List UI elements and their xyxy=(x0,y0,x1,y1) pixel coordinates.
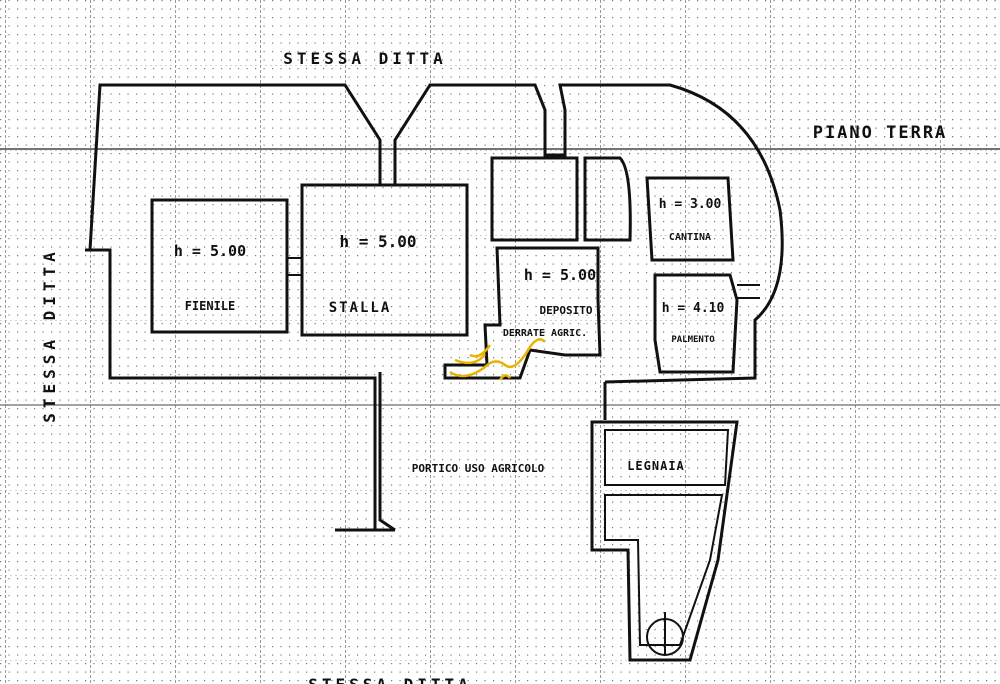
room-cantina xyxy=(645,176,735,262)
signature xyxy=(449,338,546,381)
cantina-height: h = 3.00 xyxy=(659,197,722,212)
neighbor-left-label: STESSA DITTA xyxy=(40,247,59,423)
room-fienile xyxy=(150,198,289,334)
room-palmento xyxy=(653,273,739,374)
cantina-label: CANTINA xyxy=(669,232,711,243)
room-legnaia xyxy=(590,420,739,662)
room-deposito xyxy=(443,246,602,380)
stalla-height: h = 5.00 xyxy=(339,232,416,251)
palmento-label: PALMENTO xyxy=(671,335,715,345)
palmento-height: h = 4.10 xyxy=(662,301,725,316)
derrate-label: DERRATE AGRIC. xyxy=(503,328,587,339)
dense-grid-area xyxy=(780,0,1000,684)
fienile-label: FIENILE xyxy=(185,299,236,313)
neighbor-top-label: STESSA DITTA xyxy=(283,49,447,68)
room-stalla xyxy=(300,183,469,337)
floor-title: PIANO TERRA xyxy=(813,123,948,143)
deposito-label: DEPOSITO xyxy=(540,304,593,317)
deposito-height: h = 5.00 xyxy=(524,266,596,284)
neighbor-bottom-label: STESSA DITTA xyxy=(308,675,472,684)
stalla-label: STALLA xyxy=(329,300,392,316)
portico-label: PORTICO USO AGRICOLO xyxy=(412,462,545,475)
legnaia-label: LEGNAIA xyxy=(627,459,685,473)
fienile-height: h = 5.00 xyxy=(174,242,246,260)
walls xyxy=(85,83,784,662)
